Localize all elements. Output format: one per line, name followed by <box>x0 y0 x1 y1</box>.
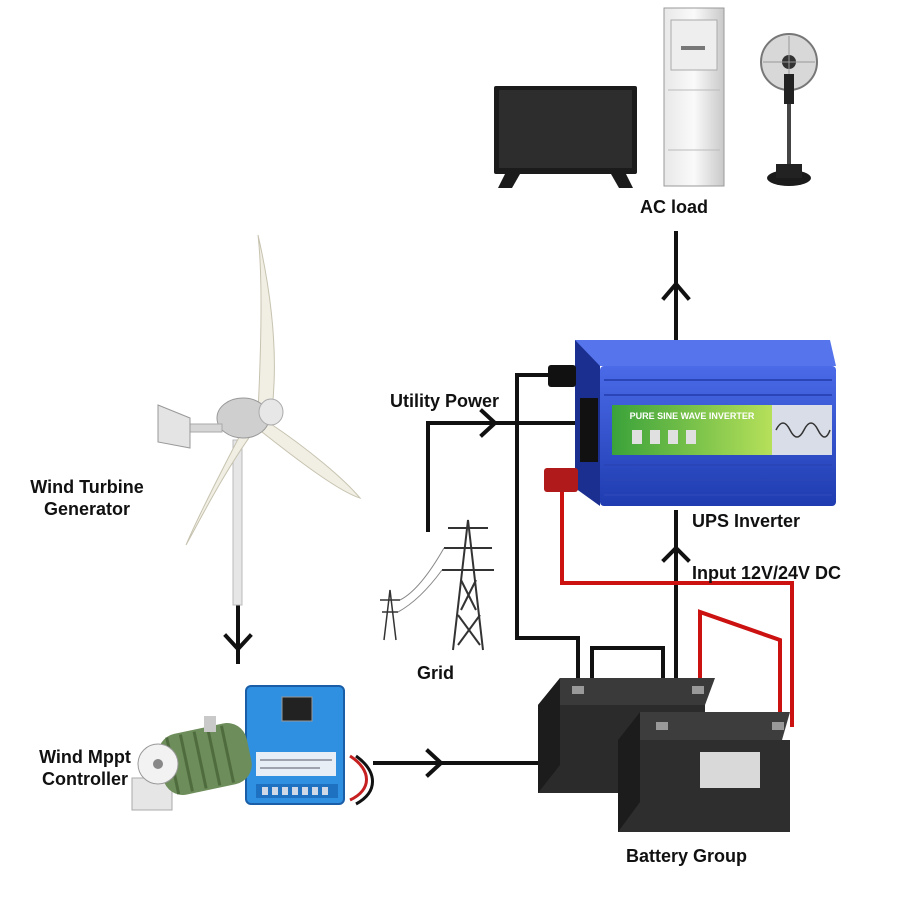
power-pylon-icon <box>380 519 494 651</box>
dc-input-arrow <box>661 545 691 563</box>
utility-power-arrow <box>479 408 498 438</box>
air-conditioner-icon <box>663 7 725 187</box>
mppt-controller-icon <box>245 685 374 806</box>
wind-turbine-label-line1: Wind Turbine <box>30 477 144 497</box>
tv-icon <box>494 86 637 188</box>
wires <box>223 231 794 778</box>
input-dc-label: Input 12V/24V DC <box>692 563 842 583</box>
utility-power-label: Utility Power <box>390 391 500 411</box>
ac-output-arrow <box>661 280 691 301</box>
utility-power-wire <box>426 421 600 532</box>
mppt-controller-label-line2: Controller <box>41 769 128 789</box>
mppt-controller-label: Wind Mppt Controller <box>30 746 140 790</box>
ac-load-label: AC load <box>640 197 709 217</box>
wind-turbine-label-line2: Generator <box>43 499 131 519</box>
controller-battery-arrow <box>425 748 444 778</box>
standing-fan-icon <box>760 33 818 186</box>
battery-jumper-red <box>698 609 782 727</box>
wind-turbine-label: Wind Turbine Generator <box>22 476 152 520</box>
battery-group-label: Battery Group <box>626 846 748 866</box>
wind-turbine-icon <box>157 234 362 606</box>
inverter-icon: PURE SINE WAVE INVERTER <box>544 340 836 506</box>
mppt-controller-label-line1: Wind Mppt <box>39 747 131 767</box>
battery-icon <box>618 712 790 832</box>
battery-positive-wire <box>560 488 794 727</box>
battery-negative-wire <box>515 373 580 692</box>
turbine-down-arrow <box>223 633 253 652</box>
ups-inverter-label: UPS Inverter <box>692 511 801 531</box>
inverter-banner-text: PURE SINE WAVE INVERTER <box>630 411 755 421</box>
dump-load-resistor-icon <box>131 716 252 811</box>
grid-label: Grid <box>417 663 455 683</box>
